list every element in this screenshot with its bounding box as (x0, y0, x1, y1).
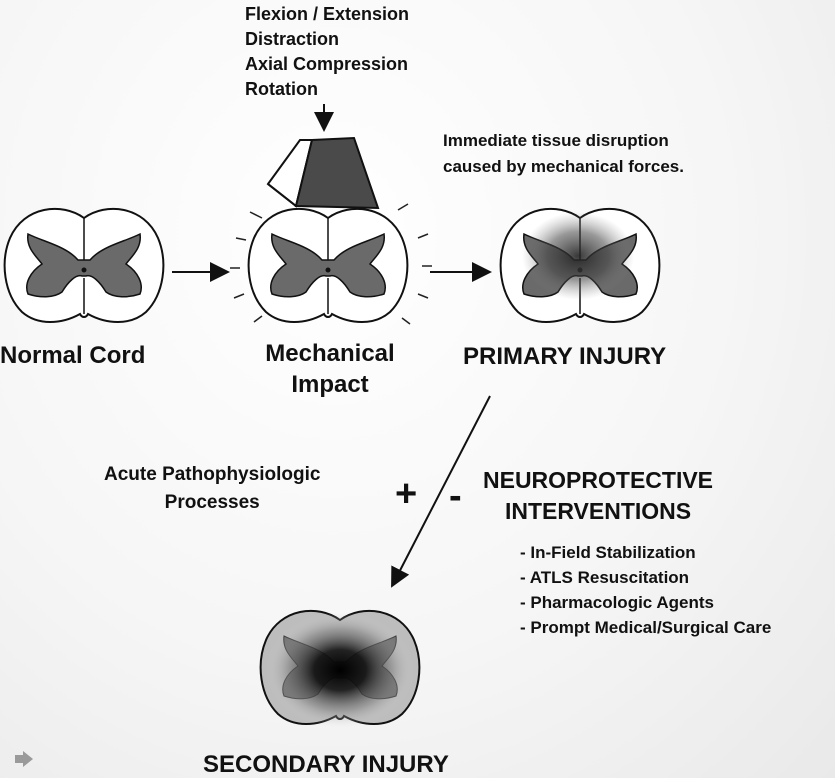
impact-rays (230, 203, 432, 325)
label-mechanical-impact: Mechanical Impact (245, 338, 415, 400)
forces-list: Flexion / Extension Distraction Axial Co… (245, 2, 409, 102)
acute-line: Acute Pathophysiologic (104, 464, 321, 485)
label-secondary-injury: SECONDARY INJURY (203, 751, 449, 778)
force-item: Distraction (245, 29, 340, 49)
acute-processes-label: Acute Pathophysiologic Processes (104, 461, 320, 517)
neuro-title-line: NEUROPROTECTIVE (483, 467, 714, 493)
secondary-cord (259, 609, 421, 728)
intervention-item: - In-Field Stabilization (520, 543, 696, 562)
neuroprotective-title: NEUROPROTECTIVE INTERVENTIONS (483, 465, 713, 527)
impact-cord (247, 207, 409, 323)
intervention-item: - Prompt Medical/Surgical Care (520, 618, 772, 637)
force-item: Rotation (245, 79, 318, 99)
impact-block (266, 136, 380, 210)
arrow-primary-to-secondary (391, 395, 491, 588)
minus-sign: - (449, 475, 462, 517)
force-item: Axial Compression (245, 54, 409, 74)
label-line: Mechanical (265, 340, 395, 367)
neuro-title-line: INTERVENTIONS (504, 498, 692, 524)
force-item: Flexion / Extension (245, 4, 410, 24)
label-normal-cord: Normal Cord (0, 342, 146, 369)
acute-line: Processes (164, 492, 260, 513)
label-primary-injury: PRIMARY INJURY (463, 343, 667, 370)
description-line: Immediate tissue disruption (443, 131, 669, 150)
intervention-item: - ATLS Resuscitation (520, 568, 690, 587)
arrow-right-icon (15, 751, 33, 767)
intervention-list: - In-Field Stabilization - ATLS Resuscit… (520, 540, 771, 640)
primary-cord (499, 207, 661, 323)
label-line: Impact (291, 371, 369, 398)
intervention-item: - Pharmacologic Agents (520, 593, 714, 612)
normal-cord (3, 207, 165, 323)
impact-description: Immediate tissue disruption caused by me… (443, 128, 684, 180)
plus-sign: + (395, 473, 418, 515)
description-line: caused by mechanical forces. (443, 157, 684, 176)
